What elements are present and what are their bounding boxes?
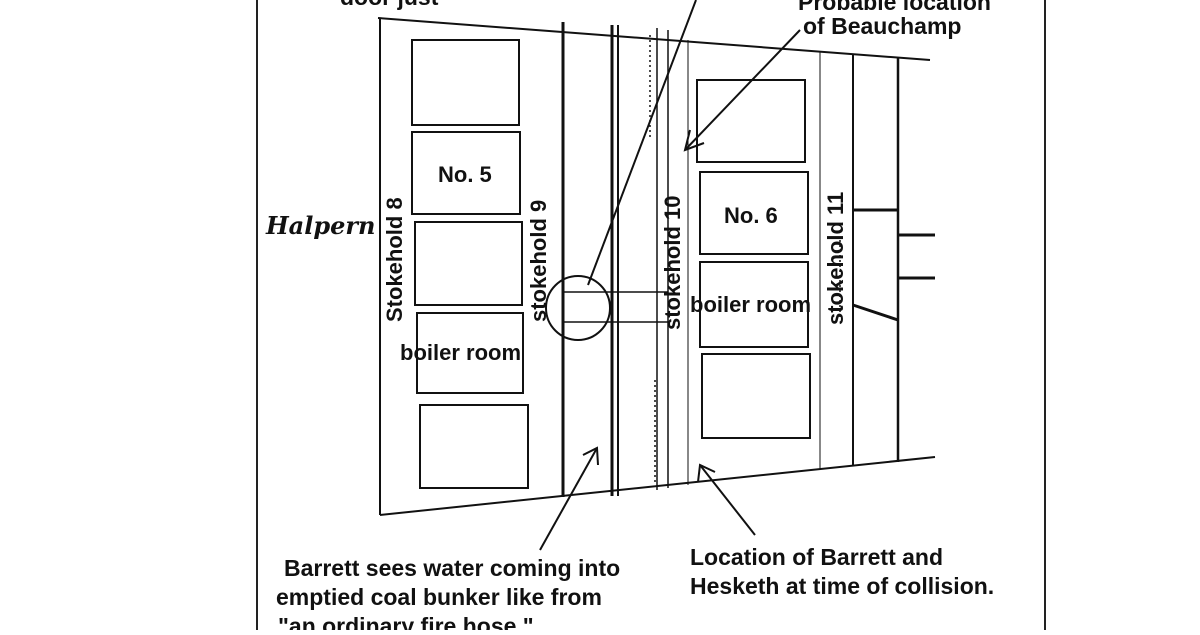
location-caption-line2: Hesketh at time of collision.	[690, 573, 994, 599]
boiler	[701, 353, 811, 439]
boilers-no6	[696, 79, 811, 439]
boiler	[411, 39, 520, 126]
pointer-lines	[539, 0, 801, 551]
halpern-signature: Halpern	[265, 211, 376, 240]
boiler	[416, 312, 524, 394]
passage	[563, 208, 935, 323]
boiler-room-no5-label: No. 5	[438, 162, 492, 187]
stokehold-11-label: stokehold 11	[823, 192, 848, 325]
stokehold-8-label: Stokehold 8	[382, 197, 407, 322]
boiler	[419, 404, 529, 489]
location-caption-line1: Location of Barrett and	[690, 544, 943, 570]
boiler	[699, 171, 809, 255]
top-left-partial-caption: door just	[340, 0, 439, 10]
boiler	[696, 79, 806, 163]
boiler-room-right-label: boiler room	[690, 292, 811, 317]
boiler	[414, 221, 523, 306]
barrett-water-caption-line2: emptied coal bunker like from	[276, 584, 602, 610]
boilers-no5	[411, 39, 529, 489]
boiler	[699, 261, 809, 348]
barrett-water-caption-line3: "an ordinary fire hose."	[278, 613, 534, 630]
boiler-room-left-label: boiler room	[400, 340, 521, 365]
bulkheads	[561, 22, 900, 497]
breach-circle	[545, 275, 611, 341]
probable-location-caption-line2: of Beauchamp	[803, 13, 961, 39]
barrett-water-caption-line1: Barrett sees water coming into	[284, 555, 620, 581]
boiler	[411, 131, 521, 215]
boiler-room-no6-label: No. 6	[724, 203, 778, 228]
dotted-bunker-details	[649, 35, 841, 485]
probable-location-caption-line1: Probable location	[798, 0, 991, 15]
stokehold-10-label: stokehold 10	[660, 196, 685, 330]
